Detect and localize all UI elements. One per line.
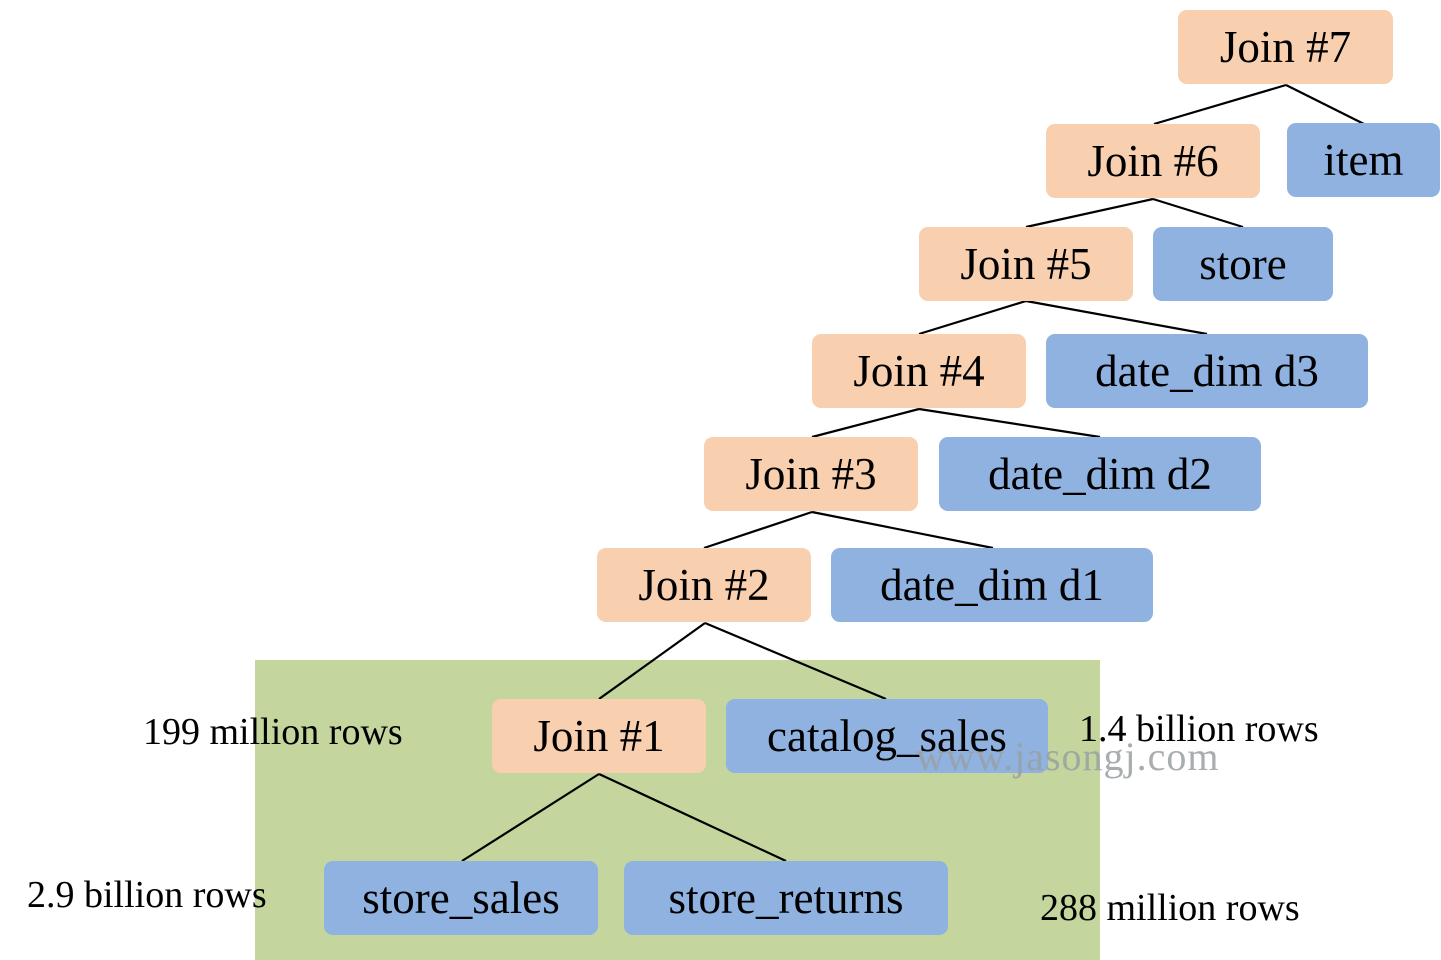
edge-join3-join2 [703,510,813,550]
edge-join4-join3 [811,407,920,439]
item-table-node: item [1287,123,1440,197]
edge-join5-join4 [918,299,1027,336]
edge-join3-date-dim-d1 [811,510,994,550]
watermark: www.jasongj.com [916,734,1220,779]
join-7-node: Join #7 [1178,10,1393,84]
date-dim-d2-table-node: date_dim d2 [939,437,1261,511]
store-returns-table-node: store_returns [624,861,948,935]
edge-join7-item [1285,84,1365,125]
edge-join6-join5 [1025,197,1154,229]
join-3-node: Join #3 [704,437,918,511]
store-returns-row-count-label: 288 million rows [1040,887,1300,929]
edge-join1-store-sales [461,773,600,862]
catalog-sales-table-node: catalog_sales [726,699,1048,773]
edge-join1-store-returns [598,773,787,862]
join-6-node: Join #6 [1046,124,1260,198]
date-dim-d1-table-node: date_dim d1 [831,548,1153,622]
edge-join5-date-dim-d3 [1025,299,1208,336]
edge-join2-catalog-sales [704,621,887,701]
store-table-node: store [1153,227,1333,301]
join1-row-count-label: 199 million rows [143,711,403,753]
join-5-node: Join #5 [919,227,1133,301]
store-sales-table-node: store_sales [324,861,598,935]
join-4-node: Join #4 [812,334,1026,408]
date-dim-d3-table-node: date_dim d3 [1046,334,1368,408]
store-sales-row-count-label: 2.9 billion rows [27,874,267,916]
edge-join7-join6 [1153,83,1287,126]
edge-join2-join1 [598,622,706,700]
join-1-node: Join #1 [492,699,706,773]
edge-join6-store [1152,197,1244,229]
edge-join4-date-dim-d2 [918,407,1101,439]
join-2-node: Join #2 [597,548,811,622]
catalog-sales-row-count-label: 1.4 billion rows [1079,708,1319,750]
